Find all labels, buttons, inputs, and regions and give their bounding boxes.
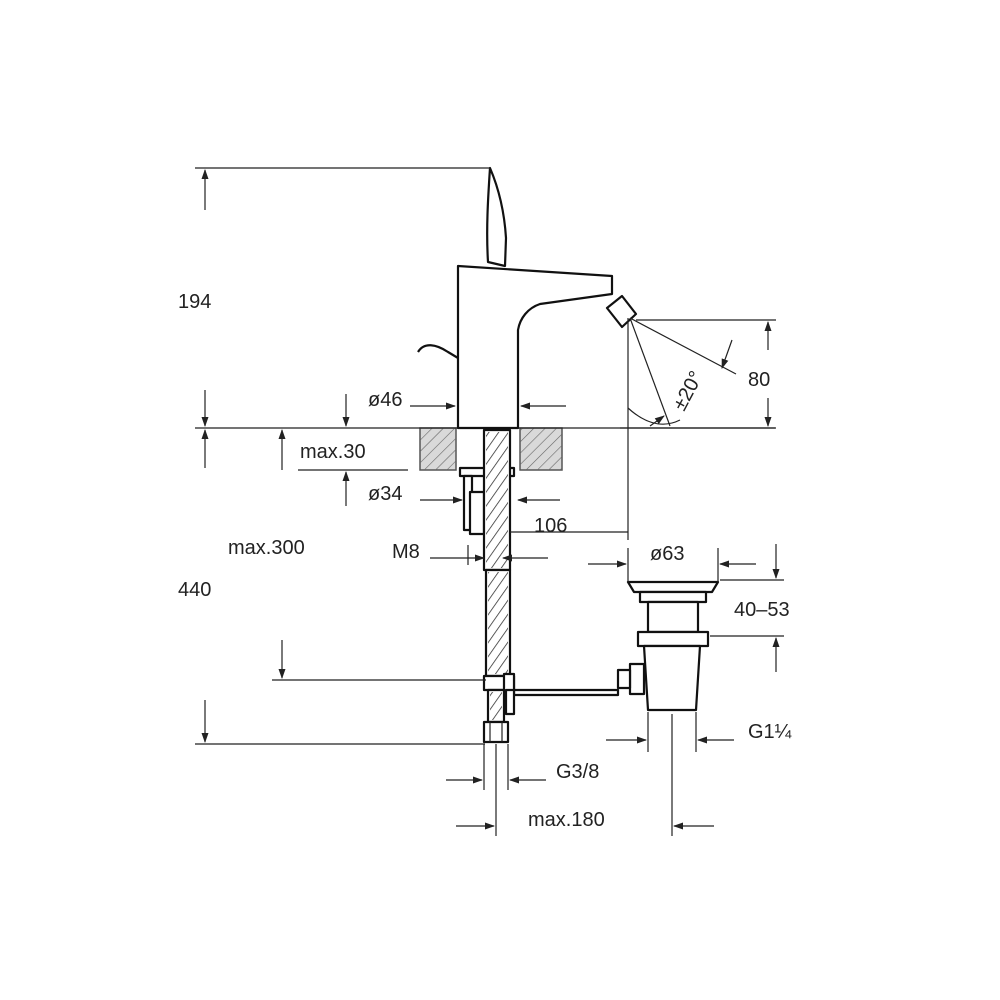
dim-hole-diameter: ø34: [368, 483, 402, 505]
dim-hose-length: max.300: [228, 537, 305, 559]
dim-spray-angle: ±20°: [669, 368, 708, 415]
dim-counter-thickness: max.30: [300, 441, 366, 463]
dim-spray-reach: 106: [534, 515, 567, 537]
drain-assembly: [616, 580, 720, 712]
dim-drain-flange: ø63: [650, 543, 684, 565]
dim-total-height-above: 194: [178, 291, 211, 313]
dim-spray-height: 80: [748, 369, 770, 391]
dim-total-height-below: 440: [178, 579, 211, 601]
dim-drain-offset: max.180: [528, 809, 605, 831]
dim-drain-thread: G1¼: [748, 721, 792, 743]
dim-rod-thread: M8: [392, 541, 420, 563]
under-counter-fittings: [458, 428, 620, 744]
countertop: [195, 427, 775, 471]
faucet-body: [417, 166, 638, 430]
dimension-lines: [195, 167, 784, 836]
dim-body-diameter: ø46: [368, 389, 402, 411]
dim-drain-height-range: 40–53: [734, 599, 790, 621]
dim-supply-thread: G3/8: [556, 761, 599, 783]
